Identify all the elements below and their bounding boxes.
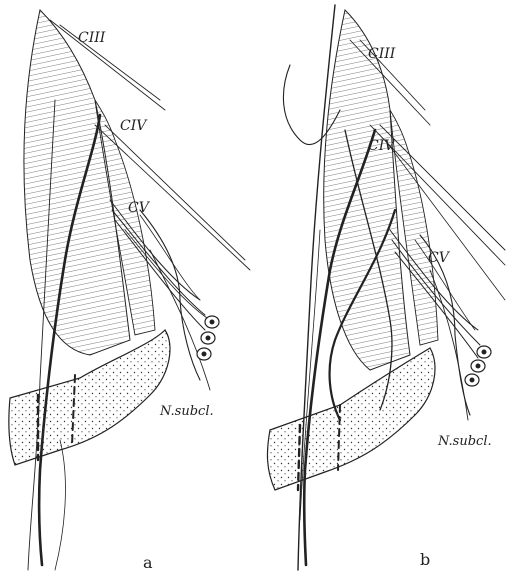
label-c5-b: CV bbox=[428, 250, 451, 266]
panel-caption-a: a bbox=[143, 553, 153, 572]
label-c5-a: CV bbox=[128, 200, 151, 216]
clavicle-b bbox=[267, 348, 435, 490]
label-c3-b: CIII bbox=[368, 46, 396, 62]
panel-a bbox=[9, 10, 250, 570]
label-c4-b: CIV bbox=[368, 138, 396, 154]
label-c4-a: CIV bbox=[120, 118, 148, 134]
panel-caption-b: b bbox=[420, 550, 430, 569]
muscle-b bbox=[324, 10, 410, 370]
panel-b bbox=[267, 5, 505, 570]
label-c3-a: CIII bbox=[78, 30, 106, 46]
label-nsubcl-a: N.subcl. bbox=[159, 404, 214, 419]
label-nsubcl-b: N.subcl. bbox=[437, 434, 492, 449]
